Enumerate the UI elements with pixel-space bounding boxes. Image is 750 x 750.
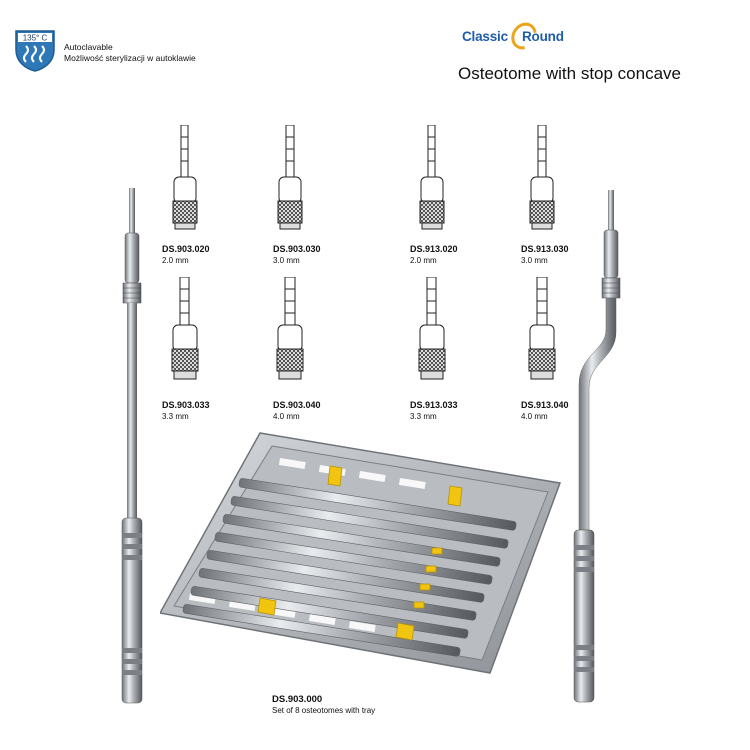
tip-code: DS.913.040 (521, 400, 569, 410)
tip-size: 4.0 mm (521, 412, 548, 421)
brand-logo: Classic Round (462, 17, 582, 55)
tip-size: 3.3 mm (162, 412, 189, 421)
osteotome-tip-drawing (171, 277, 199, 380)
osteotome-tip-drawing (277, 125, 303, 230)
page-title: Osteotome with stop concave (458, 64, 682, 83)
tip-size: 3.3 mm (410, 412, 437, 421)
osteotome-set-tray-image (160, 432, 562, 674)
set-code: DS.903.000 (272, 694, 323, 705)
autoclave-line-1: Autoclavable (64, 42, 113, 52)
badge-temperature: 135° C (23, 34, 48, 43)
tip-size: 3.0 mm (273, 256, 300, 265)
tip-code: DS.913.033 (410, 400, 458, 410)
tip-size: 3.0 mm (521, 256, 548, 265)
tip-code: DS.903.040 (273, 400, 321, 410)
autoclave-line-2: Możliwość sterylizacji w autoklawie (64, 53, 196, 63)
tip-size: 2.0 mm (410, 256, 437, 265)
osteotome-tip-drawing (419, 125, 445, 230)
osteotome-tip-drawing (418, 277, 446, 380)
tip-code: DS.903.030 (273, 244, 321, 254)
offset-osteotome-image (573, 190, 621, 703)
brand-word-2: Round (522, 29, 564, 44)
tip-size: 2.0 mm (162, 256, 189, 265)
set-description: Set of 8 osteotomes with tray (272, 706, 376, 715)
osteotome-tip-drawing (528, 277, 556, 380)
osteotome-tip-drawing (276, 277, 304, 380)
tip-code: DS.903.033 (162, 400, 210, 410)
tip-size: 4.0 mm (273, 412, 300, 421)
brand-word-1: Classic (462, 29, 508, 44)
straight-osteotome-image (121, 188, 143, 704)
tip-code: DS.913.020 (410, 244, 458, 254)
autoclave-text: Autoclavable Możliwość sterylizacji w au… (64, 42, 196, 64)
osteotome-tip-drawing (529, 125, 555, 230)
tip-code: DS.913.030 (521, 244, 569, 254)
osteotome-tip-drawing (172, 125, 198, 230)
tip-code: DS.903.020 (162, 244, 210, 254)
autoclave-steam-icon: 135° C (15, 30, 55, 72)
